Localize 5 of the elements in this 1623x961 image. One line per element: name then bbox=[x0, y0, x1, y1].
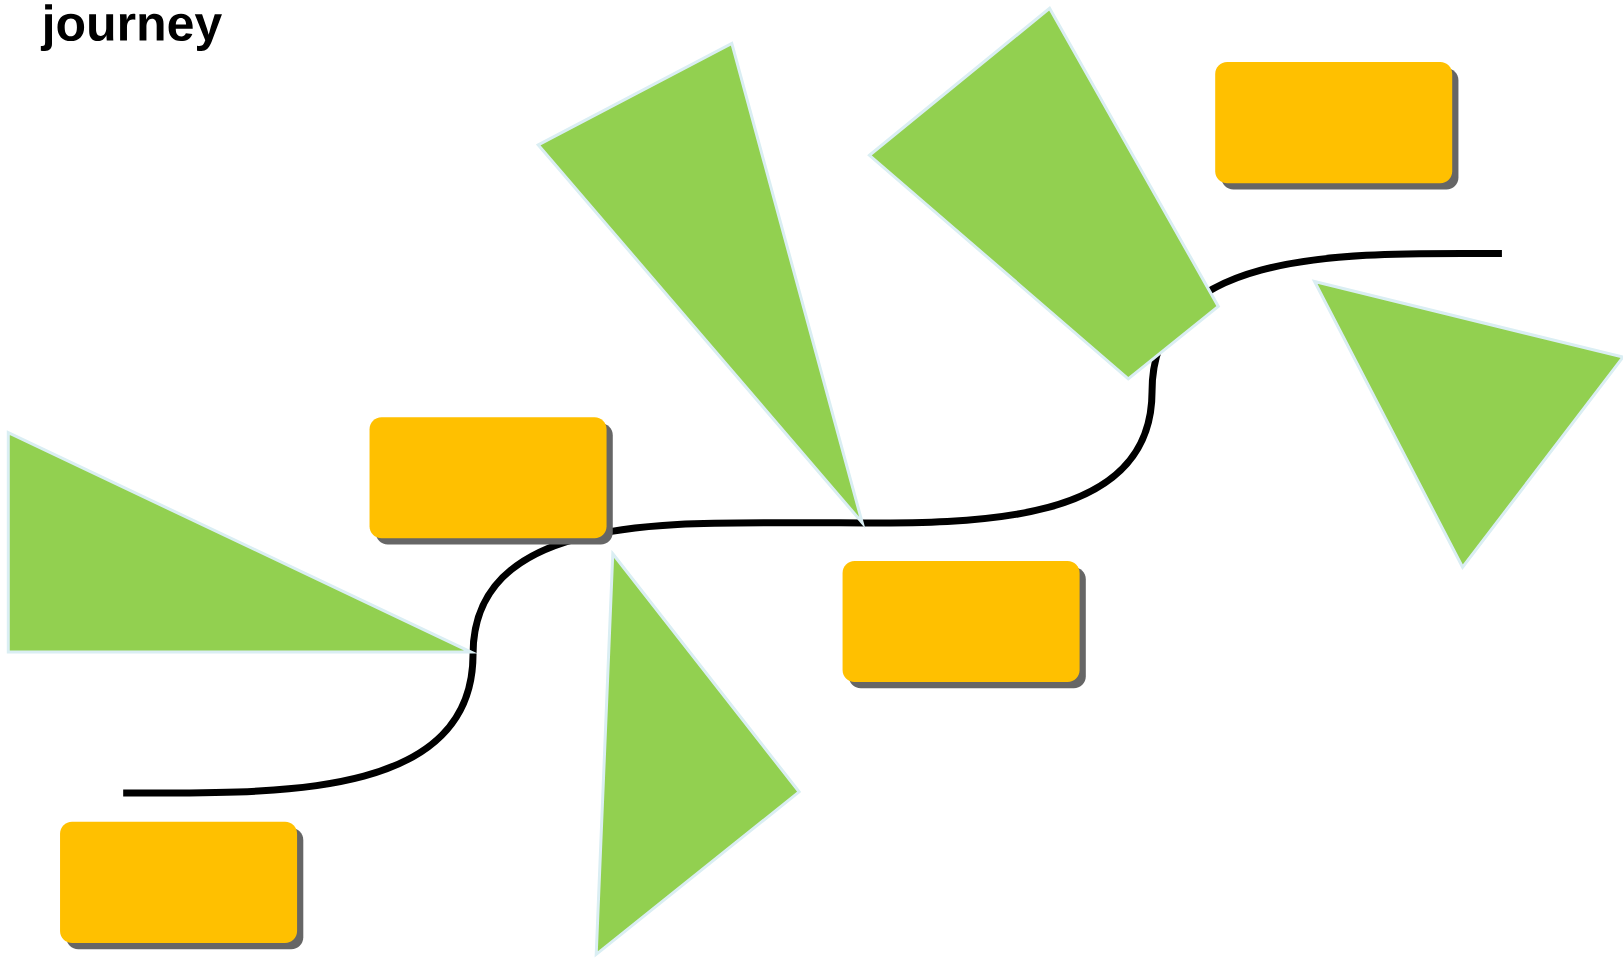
rounded-box bbox=[842, 561, 1086, 689]
rounded-box bbox=[1215, 62, 1459, 190]
rounded-box bbox=[369, 417, 613, 545]
title: journey bbox=[40, 4, 222, 52]
rounded-box bbox=[60, 822, 304, 950]
